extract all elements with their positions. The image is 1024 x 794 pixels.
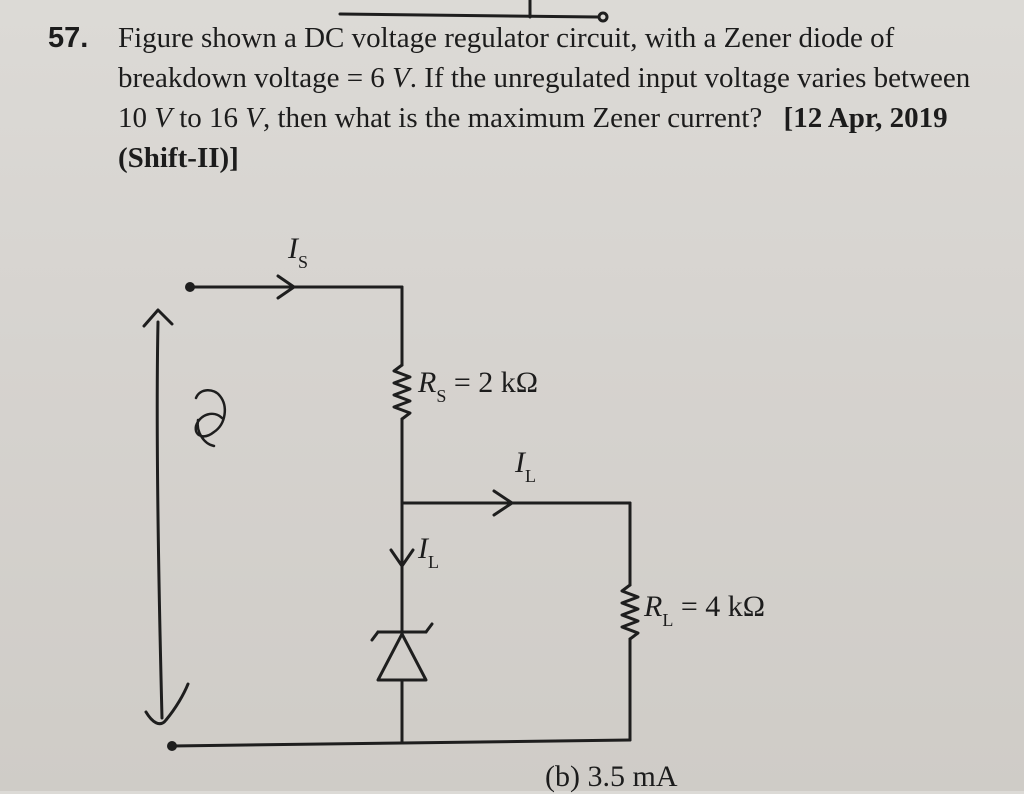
- voltage-unit-1: V: [392, 62, 410, 94]
- handwritten-arrow-head-top: [142, 308, 174, 328]
- option-b-partial: (b) 3.5 mA: [545, 760, 678, 793]
- question-text-part1: Figure shown a DC voltage regulator circ…: [118, 22, 895, 94]
- rl-label: RL = 4 kΩ: [643, 590, 765, 630]
- ground-wire-left: [170, 741, 404, 748]
- rs-label: RS = 2 kΩ: [417, 366, 538, 406]
- il-top-label: IL: [514, 446, 536, 486]
- is-label: IS: [287, 232, 308, 272]
- input-terminal-bottom: [167, 741, 177, 751]
- iz-arrow: [389, 548, 415, 568]
- rs-resistor: [392, 363, 412, 421]
- zener-cathode-tip-left: [370, 630, 380, 642]
- rl-resistor: [620, 583, 640, 641]
- zener-triangle: [376, 632, 428, 682]
- input-terminal-top: [185, 282, 195, 292]
- handwritten-arrow-head-bottom: [144, 682, 190, 726]
- exam-source: [12 Apr, 2019 (Shift-II)]: [118, 102, 948, 174]
- handwritten-scribble: [194, 389, 227, 448]
- zener-cathode-tip-right: [424, 622, 434, 634]
- question-block: 57. Figure shown a DC voltage regulator …: [38, 18, 998, 178]
- iz-label: IL: [417, 532, 439, 572]
- voltage-unit-2: V: [154, 102, 172, 134]
- question-text-part3: to 16: [171, 102, 246, 134]
- prev-figure-terminal: [597, 11, 609, 23]
- question-text-part4: , then what is the maximum Zener current…: [263, 102, 763, 134]
- voltage-unit-3: V: [245, 102, 263, 134]
- prev-figure-line: [338, 12, 600, 19]
- is-arrow: [276, 274, 296, 300]
- question-text-part2: . If the unregulated input voltage varie…: [118, 62, 971, 134]
- il-arrow: [492, 489, 514, 517]
- handwritten-voltage-arrow: [155, 320, 164, 720]
- question-number: 57.: [48, 22, 89, 54]
- question-text: Figure shown a DC voltage regulator circ…: [118, 18, 998, 178]
- ground-wire-right: [400, 738, 632, 745]
